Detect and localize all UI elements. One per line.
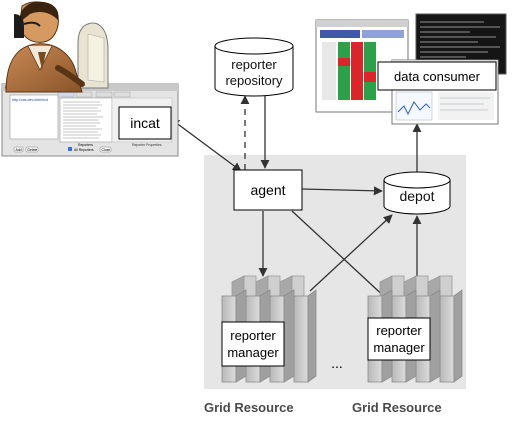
ellipsis: ... xyxy=(331,355,343,371)
edges xyxy=(170,95,422,301)
agent-node: agent xyxy=(233,169,303,211)
repository-line1: reporter xyxy=(231,57,277,72)
data-consumer-screens: data consumer xyxy=(315,13,507,125)
terminal-lines xyxy=(420,21,500,63)
incat-section-label: Reporter Properties xyxy=(132,143,162,147)
reporter-manager-right: reporter manager xyxy=(367,317,431,361)
incat-list-rows xyxy=(63,101,103,139)
grid-resource-label-right: Grid Resource xyxy=(352,400,442,415)
repository-line2: repository xyxy=(225,73,283,88)
reporter-repository-node: reporter repository xyxy=(214,37,294,97)
status-grid xyxy=(322,42,376,100)
agent-label: agent xyxy=(250,182,285,198)
edge-incat-agent xyxy=(170,118,242,172)
incat-close-button[interactable] xyxy=(99,146,112,153)
incat-url: http://vas.dev.obtn/hcd xyxy=(12,98,48,102)
incat-all-reporters-checkbox[interactable] xyxy=(68,147,72,151)
user-at-computer-illustration xyxy=(5,1,109,93)
graph-trace xyxy=(397,101,431,116)
depot-node: depot xyxy=(383,171,451,215)
manager-right-line2: manager xyxy=(373,340,425,355)
edge-agent-manager-right xyxy=(291,210,389,301)
incat-node: incat xyxy=(118,106,172,140)
manager-right-line1: reporter xyxy=(376,323,422,338)
grid-resource-label-left: Grid Resource xyxy=(204,400,294,415)
data-consumer-label: data consumer xyxy=(394,69,481,84)
manager-left-line1: reporter xyxy=(230,328,276,343)
incat-label: incat xyxy=(130,115,160,131)
incat-add-button[interactable] xyxy=(13,146,24,153)
reporter-manager-left: reporter manager xyxy=(221,321,285,367)
manager-left-line2: manager xyxy=(227,345,279,360)
incat-close-label: Close xyxy=(102,148,111,152)
incat-delete-button[interactable] xyxy=(25,146,39,153)
incat-delete-label: Delete xyxy=(28,148,38,152)
incat-checkbox-label: All Reporters xyxy=(74,148,94,152)
incat-reporters-label: Reporters xyxy=(78,143,93,147)
depot-label: depot xyxy=(399,188,434,204)
incat-add-label: Add xyxy=(16,148,22,152)
edge-agent-depot xyxy=(301,186,383,196)
edge-manager-left-depot xyxy=(309,214,393,292)
